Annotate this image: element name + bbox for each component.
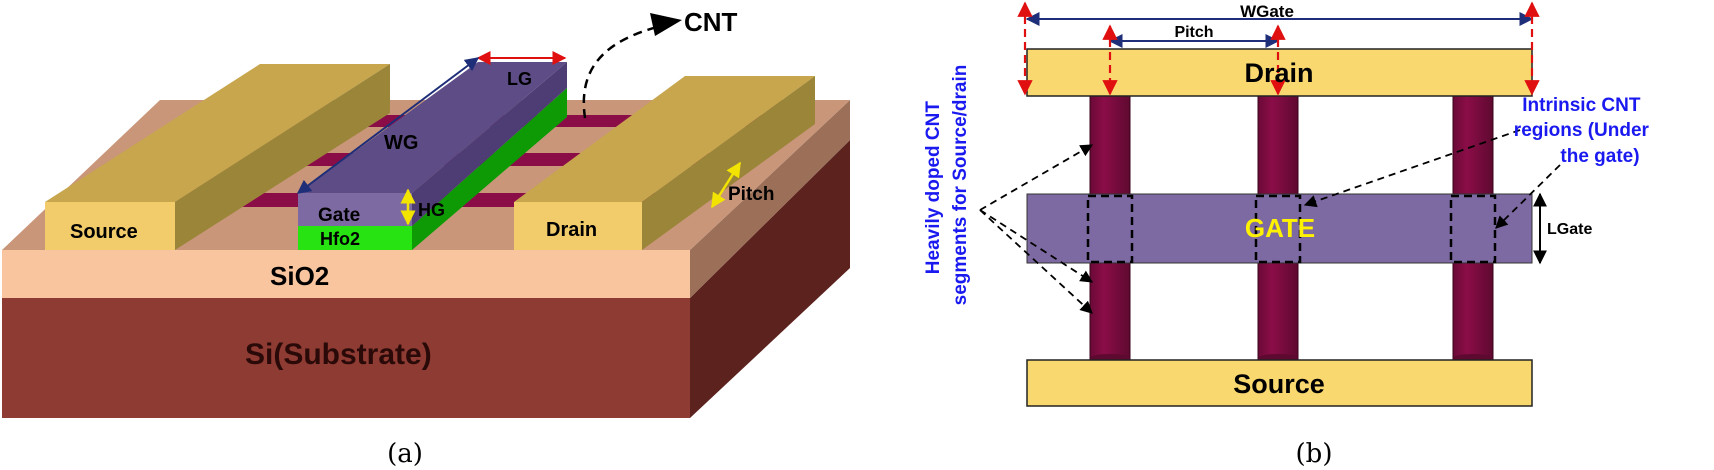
intrinsic-leader (1495, 164, 1561, 229)
intrinsic-label-line: the gate) (1560, 146, 1639, 167)
cnt-arrowhead (650, 13, 682, 36)
source-label-b: Source (1233, 369, 1325, 399)
drain-top (514, 76, 815, 202)
doped-leader (979, 144, 1094, 211)
wg-arrow (296, 57, 480, 194)
source-label: Source (70, 221, 138, 243)
hfo2-side (412, 88, 567, 250)
doped-label-line: segments for Source/drain (950, 65, 971, 306)
doped-label: Heavily doped CNT segments for Source/dr… (923, 65, 971, 306)
sio2-side (690, 100, 850, 298)
caption-a: (a) (387, 439, 423, 469)
sio2-label: SiO2 (270, 261, 329, 291)
intrinsic-label-line: regions (Under (1514, 120, 1650, 141)
hfo2-front (298, 226, 412, 250)
doped-label-line: Heavily doped CNT (923, 101, 944, 275)
source-bar (1026, 359, 1533, 407)
panel-a: CNT LG WG Gate HG Hfo2 Source Drain Pitc… (2, 7, 850, 469)
gate-front (298, 193, 412, 226)
gate-label: Gate (318, 205, 360, 226)
substrate-label: Si(Substrate) (245, 338, 432, 371)
substrate-front (2, 298, 690, 418)
hfo2-label: Hfo2 (320, 229, 360, 249)
gate-bar (1026, 193, 1533, 264)
source-front (45, 202, 175, 250)
wg-label: WG (384, 132, 418, 154)
intrinsic-leader (1303, 129, 1521, 208)
cnt-label: CNT (684, 7, 738, 37)
drain-label-b: Drain (1244, 58, 1313, 88)
lgate-label: LGate (1547, 221, 1592, 238)
sio2-front (2, 250, 690, 298)
substrate-side (690, 140, 850, 418)
lg-label: LG (507, 69, 532, 89)
pitch-label-b: Pitch (1174, 24, 1213, 41)
intrinsic-label: Intrinsic CNT regions (Under the gate) (1514, 95, 1654, 167)
doped-leader (979, 209, 1093, 314)
hg-label: HG (418, 200, 445, 220)
doped-leader (979, 209, 1094, 283)
panel-b: WGate Pitch Drain Source GATE LGate Intr… (923, 1, 1654, 469)
intrinsic-region (1086, 194, 1134, 264)
cnt-pointer-arrow (582, 23, 666, 119)
caption-b: (b) (1296, 439, 1333, 469)
drain-label: Drain (546, 219, 597, 241)
wgate-label: WGate (1240, 2, 1294, 21)
intrinsic-label-line: Intrinsic CNT (1522, 95, 1641, 116)
pitch-label: Pitch (728, 184, 774, 205)
drain-front (514, 202, 642, 250)
pitch-arrow (710, 161, 742, 209)
gate-label-b: GATE (1245, 213, 1315, 243)
intrinsic-region (1254, 194, 1302, 264)
intrinsic-region (1449, 194, 1497, 264)
